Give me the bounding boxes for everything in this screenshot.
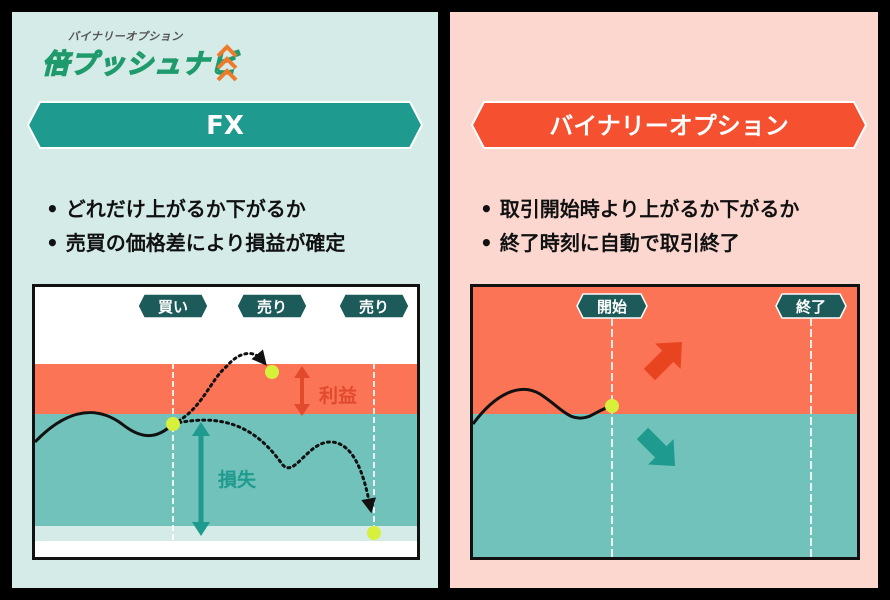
fx-bullet: • どれだけ上がるか下がるか <box>46 197 306 221</box>
fx-loss-zone <box>35 414 417 526</box>
binary-option-chart: 開始 終了 <box>470 284 860 560</box>
binary-option-bullets: • 取引開始時より上がるか下がるか • 終了時刻に自動で取引終了 <box>480 192 799 260</box>
fx-bullets: • どれだけ上がるか下がるか • 売買の価格差により損益が確定 <box>46 192 345 260</box>
up-arrow-icon <box>643 342 682 381</box>
entry-point <box>166 417 180 431</box>
fx-loss-path <box>171 418 376 514</box>
fx-lower-band <box>35 526 417 541</box>
fx-profit-zone <box>35 364 417 414</box>
loss-exit-point <box>367 526 381 540</box>
svg-text:売り: 売り <box>359 298 389 316</box>
buy-tag: 買い <box>137 293 209 319</box>
fx-banner: FX <box>26 101 424 149</box>
fx-banner-label: FX <box>206 111 244 141</box>
logo-chevron-icon <box>216 44 238 82</box>
svg-text:開始: 開始 <box>597 298 627 316</box>
end-tag: 終了 <box>775 293 847 319</box>
loss-range-icon <box>192 422 210 536</box>
binary-option-bullet: • 取引開始時より上がるか下がるか <box>480 197 800 221</box>
down-arrow-icon <box>636 427 675 466</box>
fx-bullet: • 売買の価格差により損益が確定 <box>46 231 346 255</box>
down-zone <box>473 414 857 557</box>
binary-option-banner-label: バイナリーオプション <box>549 112 789 140</box>
start-point <box>605 399 619 413</box>
svg-text:売り: 売り <box>257 298 287 316</box>
sell-tag: 売り <box>338 293 410 319</box>
binary-price-line <box>471 388 613 425</box>
fx-panel: バイナリーオプション 倍プッシュナビ FX • どれだけ上がるか下がるか • 売… <box>12 12 438 588</box>
svg-text:終了: 終了 <box>796 298 826 316</box>
profit-exit-point <box>265 365 279 379</box>
sell-tag: 売り <box>236 293 308 319</box>
logo-subtitle: バイナリーオプション <box>68 30 183 43</box>
logo-name: 倍プッシュナビ <box>41 48 238 80</box>
fx-price-line <box>33 411 175 444</box>
binary-option-bullet: • 終了時刻に自動で取引終了 <box>480 231 740 255</box>
start-tag: 開始 <box>576 293 648 319</box>
svg-text:買い: 買い <box>158 298 188 316</box>
fx-profit-path <box>171 349 267 426</box>
binary-option-banner: バイナリーオプション <box>470 101 868 149</box>
binary-option-panel: バイナリーオプション • 取引開始時より上がるか下がるか • 終了時刻に自動で取… <box>450 12 878 588</box>
fx-chart: 買い 売り 売り 利益 <box>32 284 420 560</box>
profit-range-icon <box>294 366 310 416</box>
profit-label: 利益 <box>319 384 357 407</box>
loss-label: 損失 <box>218 468 257 491</box>
